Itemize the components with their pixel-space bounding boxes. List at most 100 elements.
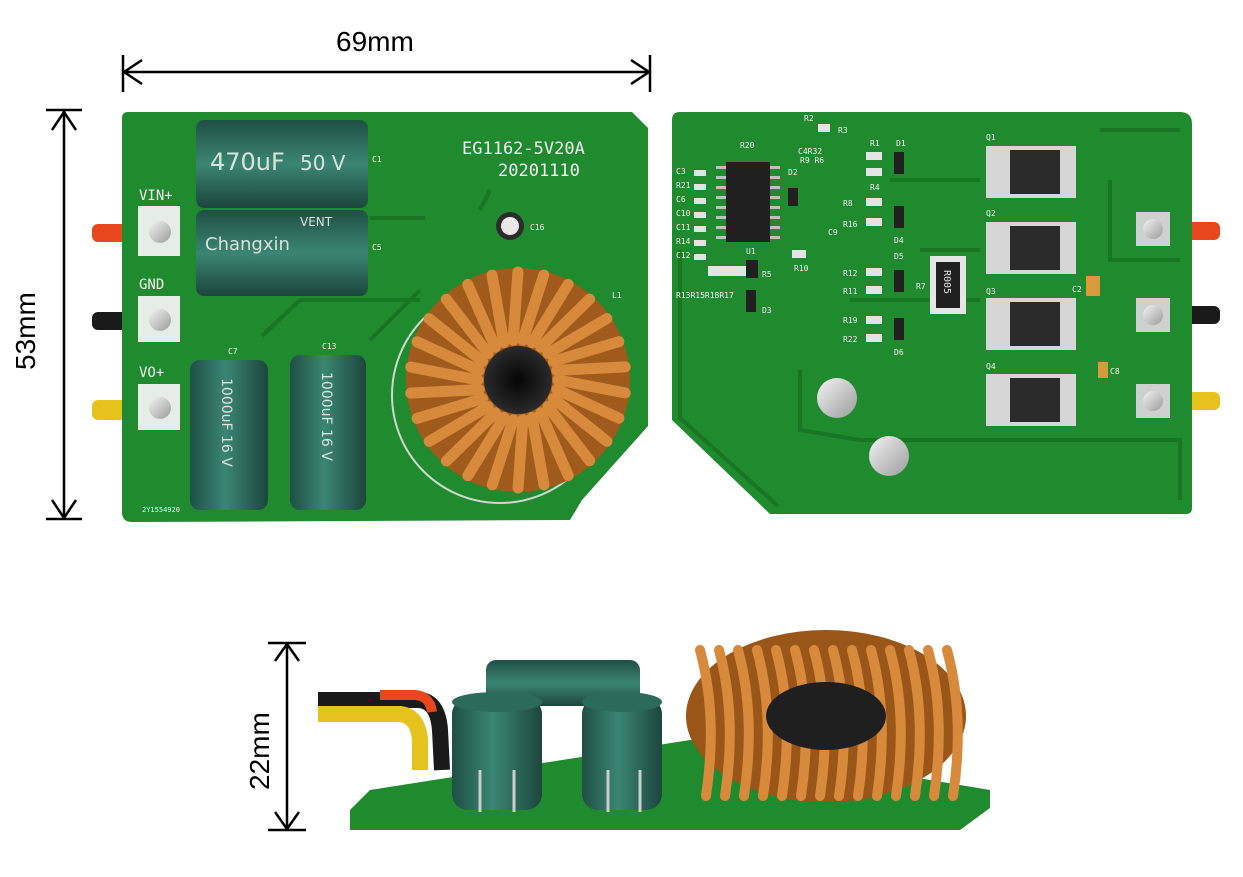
silk-r12: R12 [843, 269, 858, 278]
capacitor-c13: 1000uF 16 V C13 [290, 342, 366, 510]
silk-q2: Q2 [986, 209, 996, 218]
silk-c6: C6 [676, 195, 686, 204]
mosfet-q4 [986, 374, 1076, 426]
silk-r1: R1 [870, 139, 880, 148]
cap-c2 [1086, 276, 1100, 296]
capacitor-c1-value: 470uF [210, 148, 285, 176]
vo-pad-label: VO+ [139, 365, 164, 381]
silk-c4r32: C4R32 [798, 147, 822, 156]
coil-winding [535, 407, 574, 482]
silk-r14: R14 [676, 237, 691, 246]
coil-winding [440, 293, 494, 359]
back-smd-parts [694, 124, 882, 342]
coil-winding [462, 411, 510, 482]
back-silkscreen: R2 R3 R20 C4R32 R9 R6 D2 R1 D1 R4 R8 R16… [676, 114, 1120, 376]
silk-q1: Q1 [986, 133, 996, 142]
silk-q4: Q4 [986, 362, 996, 371]
mosfet-q3 [986, 298, 1076, 350]
coil-winding [551, 384, 625, 424]
silk-r16: R16 [843, 220, 858, 229]
coil-winding [526, 278, 574, 349]
silk-c3: C3 [676, 167, 686, 176]
silk-r2: R2 [804, 114, 814, 123]
coil-winding [507, 266, 524, 346]
board-serial-label: 2Y1554920 [142, 506, 180, 514]
coil-winding [547, 336, 625, 367]
silk-d1: D1 [896, 139, 906, 148]
coil-winding [551, 361, 631, 376]
coil-winding [542, 313, 613, 359]
coil-winding [517, 269, 550, 346]
coil-winding [542, 401, 596, 467]
silk-c2: C2 [1072, 285, 1082, 294]
side-coil-winding [885, 645, 906, 801]
coil-winding [547, 393, 613, 447]
coil-winding [440, 407, 501, 467]
back-traces [678, 128, 1182, 508]
thickness-arrow [268, 641, 306, 832]
silk-c11: C11 [676, 223, 691, 232]
capacitor-c16: C16 [496, 212, 545, 240]
side-coil-winding [714, 645, 735, 801]
silk-r21: R21 [676, 181, 691, 190]
coil-winding [512, 414, 529, 494]
silk-d4: D4 [894, 236, 904, 245]
silk-c12: C12 [676, 251, 691, 260]
c16-silk: C16 [530, 223, 545, 232]
side-red-wire [380, 690, 437, 713]
silk-q3: Q3 [986, 287, 996, 296]
capacitor-c7: 1000uF 16 V C7 [190, 347, 268, 510]
capacitor-c5: Changxin VENT C5 [196, 210, 382, 296]
height-arrow [46, 108, 82, 521]
silk-r7: R7 [916, 282, 926, 291]
c1-silk: C1 [372, 155, 382, 164]
c7-silk: C7 [228, 347, 238, 356]
silk-d3: D3 [762, 306, 772, 315]
coil-winding [423, 313, 489, 367]
coil-winding [486, 269, 510, 349]
coil-winding [405, 384, 485, 399]
gnd-pad: GND [138, 277, 180, 342]
silk-c10: C10 [676, 209, 691, 218]
mosfet-q1 [986, 146, 1076, 198]
silk-u1: U1 [746, 247, 756, 256]
front-traces [260, 189, 492, 342]
pcb-back-view: R005 R2 R3 R20 C4R32 R9 R6 D2 R1 D1 R4 R… [672, 112, 1220, 514]
back-screw-pads [817, 212, 1170, 476]
capacitor-c1: 470uF 50 V C1 [196, 120, 382, 208]
side-coil-winding [923, 645, 944, 801]
capacitor-c5-vent: VENT [300, 215, 333, 229]
cap-c8 [1098, 362, 1108, 378]
silk-r3: R3 [838, 126, 848, 135]
width-dimension-label: 69mm [336, 26, 414, 57]
c13-silk: C13 [322, 342, 337, 351]
ic-u1 [716, 162, 780, 242]
capacitor-c13-value: 1000uF 16 V [318, 372, 334, 461]
shunt-resistor-r7: R005 [930, 256, 966, 314]
silk-r20: R20 [740, 141, 755, 150]
silk-r22: R22 [843, 335, 858, 344]
c5-silk: C5 [372, 243, 382, 252]
side-coil-winding [733, 645, 754, 801]
toroid-inductor-front: L1 [391, 266, 631, 504]
capacitor-c5-brand: Changxin [205, 234, 290, 255]
width-arrow [121, 55, 652, 92]
silk-r19: R19 [843, 316, 858, 325]
vin-pad: VIN+ [138, 188, 180, 256]
coil-winding [462, 278, 501, 353]
gnd-pad-label: GND [139, 277, 164, 293]
side-capacitor-left [452, 692, 542, 812]
side-capacitor-right [582, 692, 662, 812]
coil-winding [411, 393, 489, 424]
coil-winding [423, 401, 494, 447]
silk-r5: R5 [762, 270, 772, 279]
side-yellow-wire [318, 706, 428, 770]
silk-d5: D5 [894, 252, 904, 261]
r005-text: R005 [941, 270, 952, 294]
silk-r13-r17: R13R15R18R17 [676, 291, 734, 300]
vo-pad: VO+ [138, 365, 180, 430]
silk-r8: R8 [843, 199, 853, 208]
capacitor-c1-voltage: 50 V [300, 151, 346, 175]
silk-r4: R4 [870, 183, 880, 192]
